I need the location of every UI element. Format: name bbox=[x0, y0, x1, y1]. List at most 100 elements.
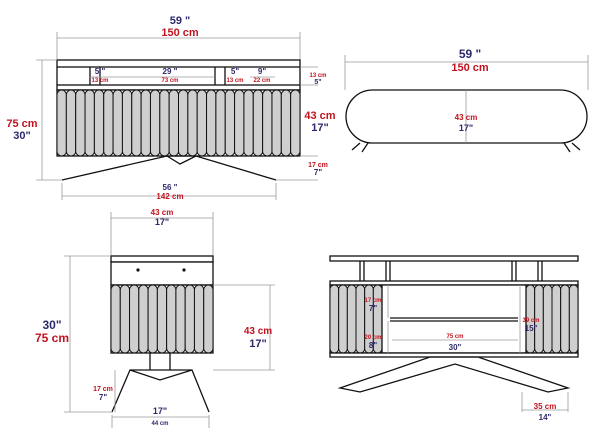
side-leg-h-cm: 17 cm bbox=[93, 386, 113, 393]
back-slat-right-3 bbox=[551, 284, 562, 354]
side-width-cm: 43 cm bbox=[151, 208, 174, 217]
side-slat-9 bbox=[193, 284, 205, 354]
front-slat-16 bbox=[206, 89, 217, 157]
back-slat-right-2 bbox=[542, 284, 553, 354]
back-opening-cm: 75 cm bbox=[446, 334, 463, 340]
top-leg-stub-left bbox=[351, 142, 369, 153]
front-slat-0 bbox=[56, 89, 67, 157]
side-leg-frame bbox=[111, 369, 210, 413]
front-slat-3 bbox=[84, 89, 95, 157]
back-tabletop bbox=[329, 255, 579, 262]
side-slat-4 bbox=[147, 284, 158, 354]
side-leg-h-inch: 7" bbox=[99, 393, 107, 402]
front-tabletop bbox=[56, 59, 301, 68]
back-slat-right-4 bbox=[560, 284, 570, 354]
front-slat-7 bbox=[121, 89, 133, 157]
side-height-cm: 75 cm bbox=[35, 331, 69, 345]
back-leg-cm: 35 cm bbox=[534, 402, 557, 411]
back-cab-h-cm: 39 cm bbox=[522, 318, 539, 324]
side-slat-group bbox=[110, 284, 214, 354]
front-depth-inch: 17" bbox=[311, 122, 328, 134]
side-slat-2 bbox=[129, 284, 140, 354]
top-depth-cm: 43 cm bbox=[455, 113, 478, 122]
back-cab-h-inch: 15" bbox=[525, 324, 538, 333]
side-slat-5 bbox=[156, 284, 168, 354]
front-base-cm: 142 cm bbox=[156, 192, 183, 201]
back-opening-inch: 30" bbox=[449, 343, 462, 352]
back-upper-inch: 7" bbox=[369, 304, 377, 313]
front-slat-9 bbox=[140, 89, 151, 157]
side-knob-left bbox=[136, 268, 140, 272]
front-slat-8 bbox=[131, 89, 142, 157]
front-slat-20 bbox=[243, 89, 254, 157]
front-slat-11 bbox=[159, 89, 170, 157]
back-slat-group-left bbox=[329, 284, 383, 354]
side-height-inch: 30" bbox=[42, 318, 61, 332]
front-slat-18 bbox=[224, 89, 236, 157]
front-shelf-b-inch: 29 " bbox=[163, 67, 178, 76]
front-width-cm: 150 cm bbox=[161, 27, 199, 39]
side-slat-10 bbox=[203, 284, 214, 354]
back-slat-left-3 bbox=[355, 284, 366, 354]
side-slat-6 bbox=[166, 284, 177, 354]
front-slat-14 bbox=[187, 89, 198, 157]
back-slat-left-2 bbox=[346, 284, 357, 354]
front-shelf-c-inch: 5" bbox=[231, 67, 239, 76]
side-leg-brace bbox=[129, 369, 193, 381]
top-width-cm: 150 cm bbox=[451, 62, 489, 74]
front-slat-23 bbox=[271, 89, 282, 157]
back-slat-left-1 bbox=[338, 284, 348, 354]
front-slat-2 bbox=[75, 89, 86, 157]
front-slat-13 bbox=[178, 89, 189, 157]
back-lower-cm: 20 cm bbox=[364, 335, 381, 341]
top-view: 59 " 150 cm 43 cm 17" bbox=[344, 47, 589, 153]
front-leg-h-inch: 7" bbox=[314, 168, 322, 177]
side-body-cm: 43 cm bbox=[244, 326, 272, 337]
back-slat-left-0 bbox=[329, 284, 340, 354]
front-leg-center-joint bbox=[166, 155, 197, 165]
front-slat-22 bbox=[262, 89, 273, 157]
side-base-cm: 44 cm bbox=[151, 421, 168, 427]
back-lower-inch: 8" bbox=[369, 341, 377, 350]
front-slat-10 bbox=[149, 89, 161, 157]
side-leg-stem bbox=[149, 353, 171, 370]
front-shelf-c-cm: 13 cm bbox=[226, 78, 243, 84]
top-depth-inch: 17" bbox=[459, 123, 473, 133]
front-view: 59 " 150 cm 5 " 13 cm 29 " 73 cm 5" 13 c… bbox=[6, 15, 335, 201]
front-slat-12 bbox=[168, 89, 179, 157]
front-slat-4 bbox=[93, 89, 105, 157]
front-slat-24 bbox=[280, 89, 292, 157]
front-shelf-a-inch: 5 " bbox=[95, 67, 106, 76]
back-slat-group-right bbox=[525, 284, 579, 354]
front-shelf-a-cm: 13 cm bbox=[91, 78, 108, 84]
front-shelf-board bbox=[56, 84, 301, 91]
back-leg-frame bbox=[337, 356, 571, 393]
side-tabletop bbox=[110, 255, 214, 263]
front-slat-6 bbox=[112, 89, 123, 157]
front-leg-h-cm: 17 cm bbox=[308, 162, 328, 169]
front-slat-15 bbox=[196, 89, 208, 157]
back-view: 17 cm 7" 20 cm 8" 75 cm 30" 39 cm 15" 35… bbox=[329, 255, 579, 422]
front-base-inch: 56 " bbox=[163, 183, 178, 192]
side-drawer-zone bbox=[110, 261, 214, 286]
back-slat-right-5 bbox=[568, 284, 579, 354]
back-upper-cm: 17 cm bbox=[364, 298, 381, 304]
side-base-inch: 17" bbox=[153, 406, 167, 416]
front-shelf-d-inch: 9" bbox=[258, 67, 266, 76]
side-slat-0 bbox=[110, 284, 121, 354]
front-slat-5 bbox=[103, 89, 114, 157]
top-leg-stub-right bbox=[563, 142, 581, 153]
side-slat-3 bbox=[138, 284, 149, 354]
front-slat-group bbox=[56, 89, 301, 157]
front-width-inch: 59 " bbox=[170, 15, 191, 27]
side-view: 43 cm 17" 30" 75 cm 43 cm 17" 17 cm 7" 1… bbox=[35, 208, 275, 428]
side-slat-7 bbox=[175, 284, 186, 354]
side-body-inch: 17" bbox=[249, 338, 266, 350]
front-slat-21 bbox=[252, 89, 264, 157]
front-height-cm: 75 cm bbox=[6, 118, 37, 130]
front-shelf-h-inch: 5" bbox=[314, 79, 321, 86]
front-slat-25 bbox=[290, 89, 301, 157]
side-slat-1 bbox=[119, 284, 131, 354]
front-shelf-h-cm: 13 cm bbox=[309, 73, 326, 79]
